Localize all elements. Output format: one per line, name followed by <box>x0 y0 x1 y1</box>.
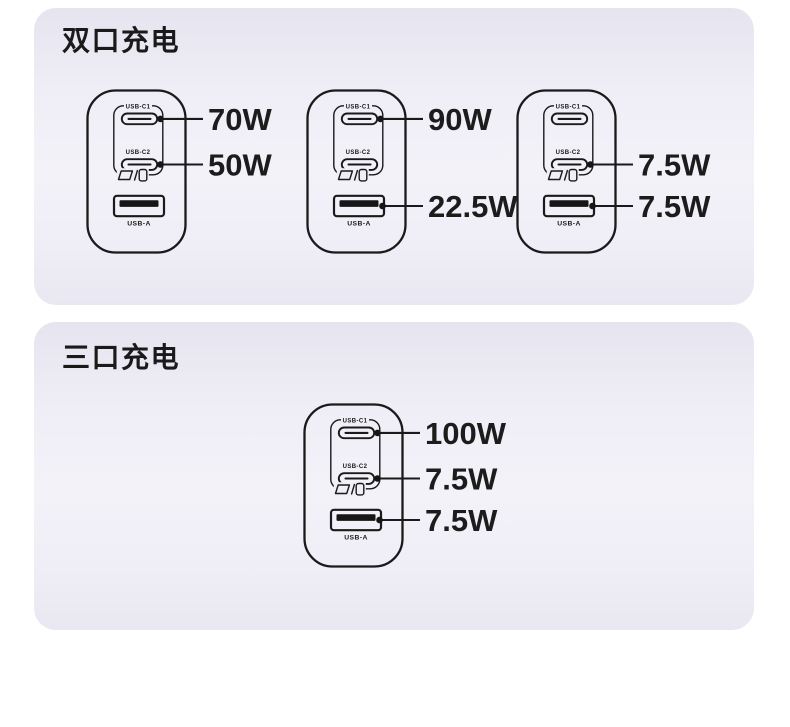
port-label-usb-a: USB-A <box>344 535 368 542</box>
slash-separator <box>350 483 356 495</box>
label-chip <box>554 100 582 112</box>
phone-icon <box>138 168 148 182</box>
label-chip <box>124 100 152 112</box>
usb-a-port <box>112 194 166 218</box>
callout-dot <box>157 161 164 168</box>
power-callout-usb-a: 7.5W <box>589 189 711 224</box>
section-title: 双口充电 <box>62 25 181 56</box>
charger-figure-dual-c1c2: USB-C1 USB-C2 USB-A 70W 50W <box>86 89 306 264</box>
callout-dot <box>589 202 596 210</box>
power-callout-usb-a: 22.5W <box>379 189 518 224</box>
phone-icon <box>568 168 578 182</box>
power-value: 7.5W <box>638 148 711 183</box>
charger-diagram: USB-C1 USB-C2 USB-A 100W 7.5W <box>303 403 507 568</box>
phone-icon <box>355 482 365 496</box>
triple-port-charging-section: 三口充电 USB-C1 USB-C2 USB-A 100W <box>34 322 754 630</box>
power-callout-usb-a: 7.5W <box>376 503 498 538</box>
power-value: 90W <box>428 102 492 137</box>
port-label-usb-a: USB-A <box>347 221 371 228</box>
usb-c1-port <box>550 112 589 126</box>
port-label-usb-c1: USB-C1 <box>346 104 371 110</box>
port-label-usb-c2: USB-C2 <box>556 150 581 156</box>
charger-diagram: USB-C1 USB-C2 USB-A 90W 22.5W <box>306 89 518 254</box>
charger-figure-dual-c2a: USB-C1 USB-C2 USB-A 7.5W 7.5W <box>516 89 736 264</box>
callout-dot <box>374 429 381 437</box>
usb-c1-port <box>337 426 376 440</box>
power-value: 7.5W <box>425 503 498 538</box>
port-label-usb-a: USB-A <box>557 221 581 228</box>
port-label-usb-c1: USB-C1 <box>343 418 368 424</box>
power-value: 70W <box>208 102 272 137</box>
laptop-icon <box>547 170 564 181</box>
port-label-usb-c2: USB-C2 <box>343 464 368 470</box>
callout-dot <box>377 115 384 123</box>
slash-separator <box>563 169 569 181</box>
power-value: 50W <box>208 148 272 183</box>
slash-separator <box>353 169 359 181</box>
port-label-usb-c2: USB-C2 <box>126 150 151 156</box>
usb-a-contact <box>119 200 159 207</box>
power-callout-usb-c2: 7.5W <box>587 148 711 183</box>
usb-a-contact <box>336 514 376 521</box>
phone-icon <box>358 168 368 182</box>
charger-body-outline <box>86 89 187 254</box>
laptop-icon <box>117 170 134 181</box>
power-value: 7.5W <box>425 462 498 497</box>
power-callout-usb-c2: 7.5W <box>374 462 498 497</box>
power-callout-usb-c1: 100W <box>374 416 507 451</box>
label-chip <box>341 414 369 426</box>
dual-port-charging-section: 双口充电 USB-C1 USB-C2 USB-A 70W <box>34 8 754 305</box>
usb-c1-port <box>340 112 379 126</box>
usb-a-contact <box>549 200 589 207</box>
callout-dot <box>376 516 383 524</box>
charger-diagram: USB-C1 USB-C2 USB-A 70W 50W <box>86 89 272 254</box>
charger-body-outline <box>516 89 617 254</box>
power-callout-usb-c2: 50W <box>157 148 272 183</box>
power-value: 7.5W <box>638 189 711 224</box>
callout-dot <box>374 475 381 482</box>
laptop-icon <box>337 170 354 181</box>
callout-dot <box>157 115 164 123</box>
slash-separator <box>133 169 139 181</box>
callout-dot <box>379 202 386 210</box>
port-label-usb-c2: USB-C2 <box>346 150 371 156</box>
charger-figure-triple: USB-C1 USB-C2 USB-A 100W 7.5W <box>303 403 523 578</box>
power-callout-usb-c1: 90W <box>377 102 492 137</box>
port-label-usb-c1: USB-C1 <box>556 104 581 110</box>
laptop-icon <box>334 484 351 495</box>
port-label-usb-a: USB-A <box>127 221 151 228</box>
power-callout-usb-c1: 70W <box>157 102 272 137</box>
power-value: 100W <box>425 416 507 451</box>
port-label-usb-c1: USB-C1 <box>126 104 151 110</box>
charger-body-outline <box>303 403 404 568</box>
charger-diagram: USB-C1 USB-C2 USB-A 7.5W 7.5W <box>516 89 711 254</box>
charger-body-outline <box>306 89 407 254</box>
label-chip <box>344 100 372 112</box>
power-value: 22.5W <box>428 189 518 224</box>
usb-c1-port <box>120 112 159 126</box>
usb-a-contact <box>339 200 379 207</box>
charger-figure-dual-c1a: USB-C1 USB-C2 USB-A 90W 22.5W <box>306 89 526 264</box>
callout-dot <box>587 161 594 168</box>
section-title: 三口充电 <box>62 342 181 373</box>
